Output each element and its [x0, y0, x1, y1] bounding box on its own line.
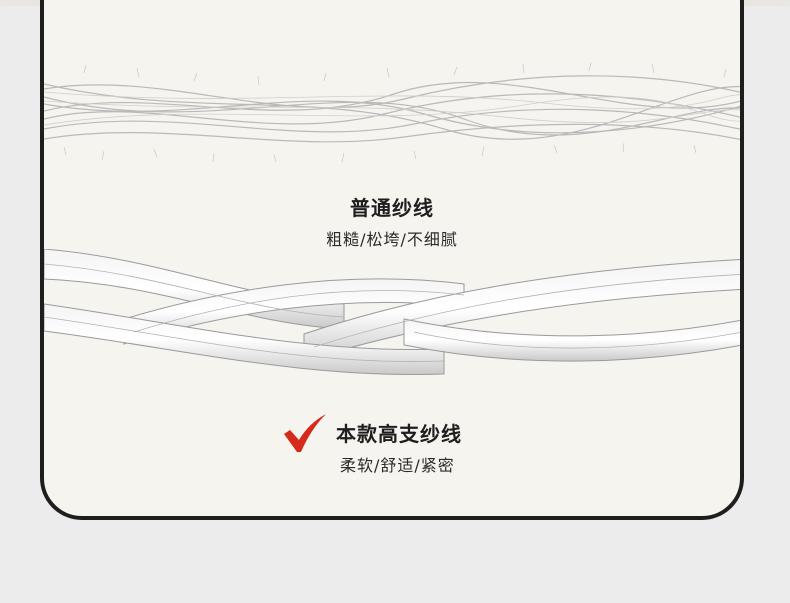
rough-yarn-subtitle: 粗糙/松垮/不细腻: [326, 230, 458, 249]
fine-yarn-subtitle: 柔软/舒适/紧密: [340, 456, 455, 475]
fine-yarn-title: 本款高支纱线: [336, 422, 462, 446]
fine-yarn-caption: 本款高支纱线 柔软/舒适/紧密: [44, 406, 740, 476]
fine-yarn-image: [44, 249, 740, 376]
check-icon: [284, 414, 326, 452]
rough-yarn-image: [44, 62, 740, 163]
rough-yarn-title: 普通纱线: [350, 196, 434, 220]
comparison-panel: 普通纱线 粗糙/松垮/不细腻 本款高支纱线: [40, 0, 744, 520]
